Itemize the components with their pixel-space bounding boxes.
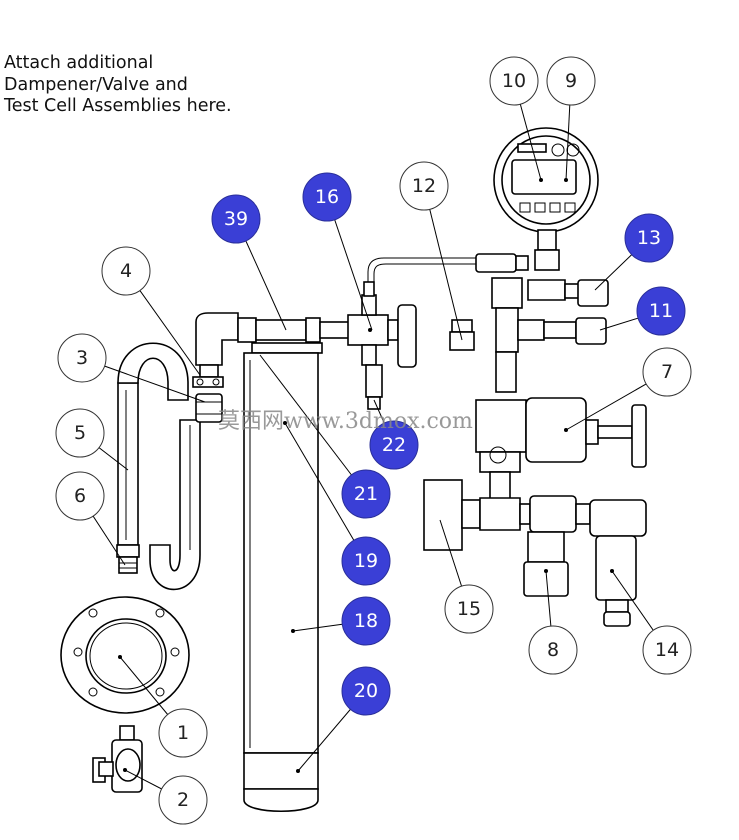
leader-lines <box>79 80 668 801</box>
svg-text:21: 21 <box>354 483 378 505</box>
svg-text:8: 8 <box>547 639 559 661</box>
note-line-3: Test Cell Assemblies here. <box>4 96 232 116</box>
callout-20: 20 <box>341 666 391 716</box>
callout-19: 19 <box>341 536 391 586</box>
svg-text:16: 16 <box>315 186 339 208</box>
assembly-note: Attach additional Dampener/Valve and Tes… <box>4 53 304 118</box>
svg-text:15: 15 <box>457 598 481 620</box>
watermark-text: 莫西网www.3dmox.com <box>218 409 473 434</box>
callout-14: 14 <box>642 625 692 675</box>
callout-39: 39 <box>211 194 261 244</box>
svg-text:6: 6 <box>74 485 86 507</box>
part-cylinder <box>243 342 323 812</box>
svg-text:1: 1 <box>177 722 189 744</box>
callout-4: 4 <box>101 246 151 296</box>
part-manifold <box>460 277 609 393</box>
part-elbow <box>192 312 239 388</box>
part-hose-fitting <box>116 544 140 574</box>
callout-10: 10 <box>489 56 539 106</box>
svg-text:9: 9 <box>565 70 577 92</box>
callout-22: 22 <box>369 420 419 470</box>
callout-3: 3 <box>57 333 107 383</box>
part-small-fitting <box>449 319 475 351</box>
callout-12: 12 <box>399 161 449 211</box>
part-hose <box>117 342 201 591</box>
svg-text:7: 7 <box>661 361 673 383</box>
callout-16: 16 <box>302 172 352 222</box>
note-line-2: Dampener/Valve and <box>4 74 188 95</box>
svg-text:4: 4 <box>120 260 132 282</box>
callout-21: 21 <box>341 469 391 519</box>
callout-15: 15 <box>444 584 494 634</box>
svg-text:39: 39 <box>224 208 248 230</box>
callout-11: 11 <box>636 286 686 336</box>
svg-text:13: 13 <box>637 227 661 249</box>
svg-text:19: 19 <box>354 550 378 572</box>
svg-text:11: 11 <box>649 300 673 322</box>
callout-13: 13 <box>624 213 674 263</box>
part-lower-assembly <box>423 471 647 627</box>
svg-text:14: 14 <box>655 639 679 661</box>
part-flange <box>60 596 190 714</box>
callout-18: 18 <box>341 596 391 646</box>
svg-text:2: 2 <box>177 789 189 811</box>
callout-1: 1 <box>158 708 208 758</box>
callout-2: 2 <box>158 775 208 825</box>
svg-text:3: 3 <box>76 347 88 369</box>
part-small-valve <box>92 725 143 793</box>
callout-5: 5 <box>55 408 105 458</box>
part-regulator <box>475 397 647 473</box>
callout-9: 9 <box>546 56 596 106</box>
callout-7: 7 <box>642 347 692 397</box>
part-pressure-gauge <box>493 127 599 271</box>
svg-text:10: 10 <box>502 70 526 92</box>
svg-text:18: 18 <box>354 610 378 632</box>
svg-text:20: 20 <box>354 680 378 702</box>
part-tubing <box>367 253 529 282</box>
callout-6: 6 <box>55 471 105 521</box>
svg-text:12: 12 <box>412 175 436 197</box>
callout-8: 8 <box>528 625 578 675</box>
note-line-1: Attach additional <box>4 53 154 73</box>
svg-text:5: 5 <box>74 422 86 444</box>
callout-bubbles: 1 2 3 4 5 6 7 8 9 10 11 12 13 14 15 16 1… <box>55 56 692 825</box>
svg-text:22: 22 <box>382 434 406 456</box>
